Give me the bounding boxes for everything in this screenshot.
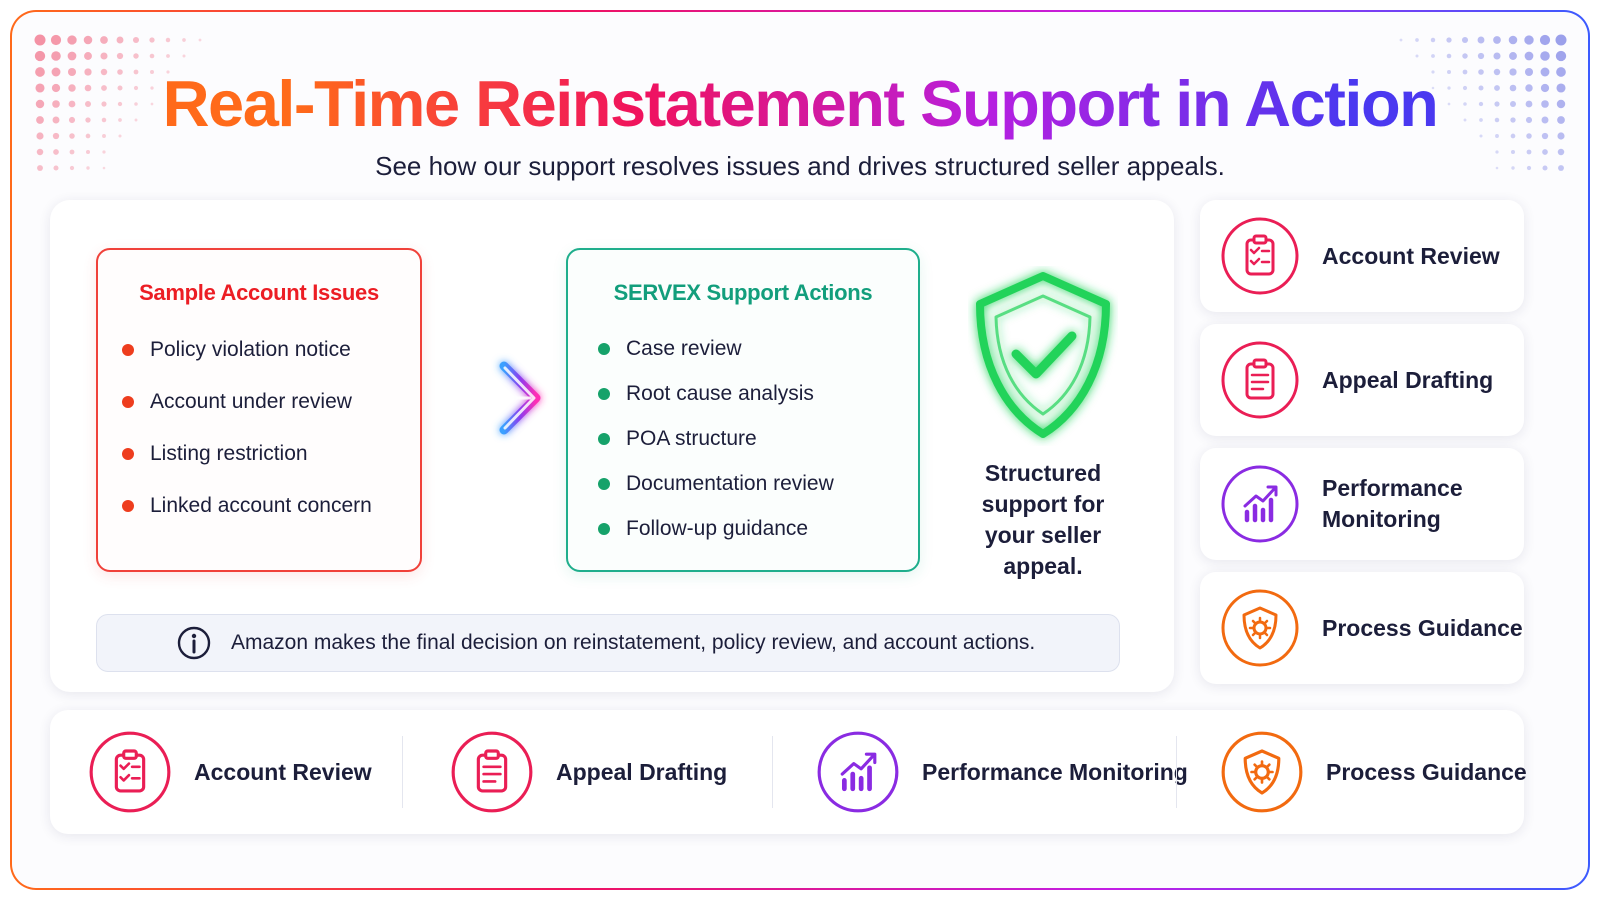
issue-label: Linked account concern xyxy=(150,494,372,517)
bullet-dot xyxy=(598,522,610,535)
info-icon xyxy=(177,626,211,660)
divider xyxy=(402,736,403,808)
list-item: Follow-up guidance xyxy=(568,506,918,551)
clipboard-check-icon xyxy=(1221,217,1299,295)
issue-label: Policy violation notice xyxy=(150,338,351,361)
bullet-dot xyxy=(598,432,610,445)
bullet-dot xyxy=(122,344,134,356)
list-item: Case review xyxy=(568,326,918,371)
service-label: Account Review xyxy=(1322,242,1500,269)
service-label: Appeal Drafting xyxy=(1322,366,1494,393)
page-frame: Real-Time Reinstatement Support in Actio… xyxy=(10,10,1590,890)
clipboard-document-icon xyxy=(1221,341,1299,419)
issues-list: Policy violation notice Account under re… xyxy=(98,324,420,532)
bottom-item-performance-monitoring: Performance Monitoring xyxy=(816,710,1188,834)
services-bar: Account Review Appeal Drafting Performan… xyxy=(50,710,1527,834)
service-card-appeal-drafting: Appeal Drafting xyxy=(1200,324,1524,436)
shield-gear-icon xyxy=(1221,731,1303,813)
service-card-account-review: Account Review xyxy=(1200,200,1524,312)
list-item: Documentation review xyxy=(568,461,918,506)
sample-issues-card: Sample Account Issues Policy violation n… xyxy=(96,248,422,572)
main-panel: Sample Account Issues Policy violation n… xyxy=(50,200,1174,692)
decorative-dots-right xyxy=(1399,34,1567,171)
action-label: Documentation review xyxy=(626,471,834,495)
clipboard-document-icon xyxy=(451,731,533,813)
support-actions-card: SERVEX Support Actions Case review Root … xyxy=(566,248,920,572)
bottom-item-appeal-drafting: Appeal Drafting xyxy=(450,710,727,834)
actions-card-title: SERVEX Support Actions xyxy=(613,280,873,305)
divider xyxy=(772,736,773,808)
shield-gear-icon xyxy=(1221,589,1299,667)
service-card-process-guidance: Process Guidance xyxy=(1200,572,1524,684)
page-title: Real-Time Reinstatement Support in Actio… xyxy=(12,64,1588,144)
issue-label: Listing restriction xyxy=(150,442,308,465)
action-label: Follow-up guidance xyxy=(626,516,809,540)
arrow-right-icon xyxy=(451,361,541,435)
action-label: POA structure xyxy=(626,426,757,450)
list-item: Policy violation notice xyxy=(98,324,420,376)
service-label: Performance Monitoring xyxy=(922,758,1188,785)
list-item: Root cause analysis xyxy=(568,371,918,416)
disclaimer-text: Amazon makes the final decision on reins… xyxy=(231,631,1036,654)
list-item: POA structure xyxy=(568,416,918,461)
divider xyxy=(1176,736,1177,808)
disclaimer-bar: Amazon makes the final decision on reins… xyxy=(96,614,1120,672)
service-label: Process Guidance xyxy=(1322,614,1523,641)
service-label: Account Review xyxy=(194,758,372,785)
bullet-dot xyxy=(598,477,610,490)
list-item: Listing restriction xyxy=(98,428,420,480)
bullet-dot xyxy=(122,448,134,460)
service-label: Process Guidance xyxy=(1326,758,1527,785)
action-label: Case review xyxy=(626,336,742,360)
page-subtitle: See how our support resolves issues and … xyxy=(375,151,1225,181)
bullet-dot xyxy=(598,387,610,400)
issues-card-title: Sample Account Issues xyxy=(139,280,379,305)
bar-chart-growth-icon xyxy=(817,731,899,813)
clipboard-check-icon xyxy=(89,731,171,813)
bullet-dot xyxy=(598,342,610,355)
service-card-performance-monitoring: Performance Monitoring xyxy=(1200,448,1524,560)
bullet-dot xyxy=(122,500,134,512)
actions-list: Case review Root cause analysis POA stru… xyxy=(568,326,918,551)
decorative-dots-left xyxy=(34,34,202,171)
bottom-item-process-guidance: Process Guidance xyxy=(1220,710,1527,834)
list-item: Linked account concern xyxy=(98,480,420,532)
page-canvas: Real-Time Reinstatement Support in Actio… xyxy=(12,12,1588,888)
list-item: Account under review xyxy=(98,376,420,428)
shield-check-icon xyxy=(976,272,1110,438)
bullet-dot xyxy=(122,396,134,408)
shield-caption: Structured support for your seller appea… xyxy=(981,460,1105,579)
service-label: Performance Monitoring xyxy=(1322,475,1463,532)
bottom-item-account-review: Account Review xyxy=(88,710,372,834)
issue-label: Account under review xyxy=(150,390,352,413)
action-label: Root cause analysis xyxy=(626,381,814,405)
service-label: Appeal Drafting xyxy=(556,758,728,785)
bar-chart-growth-icon xyxy=(1221,465,1299,543)
